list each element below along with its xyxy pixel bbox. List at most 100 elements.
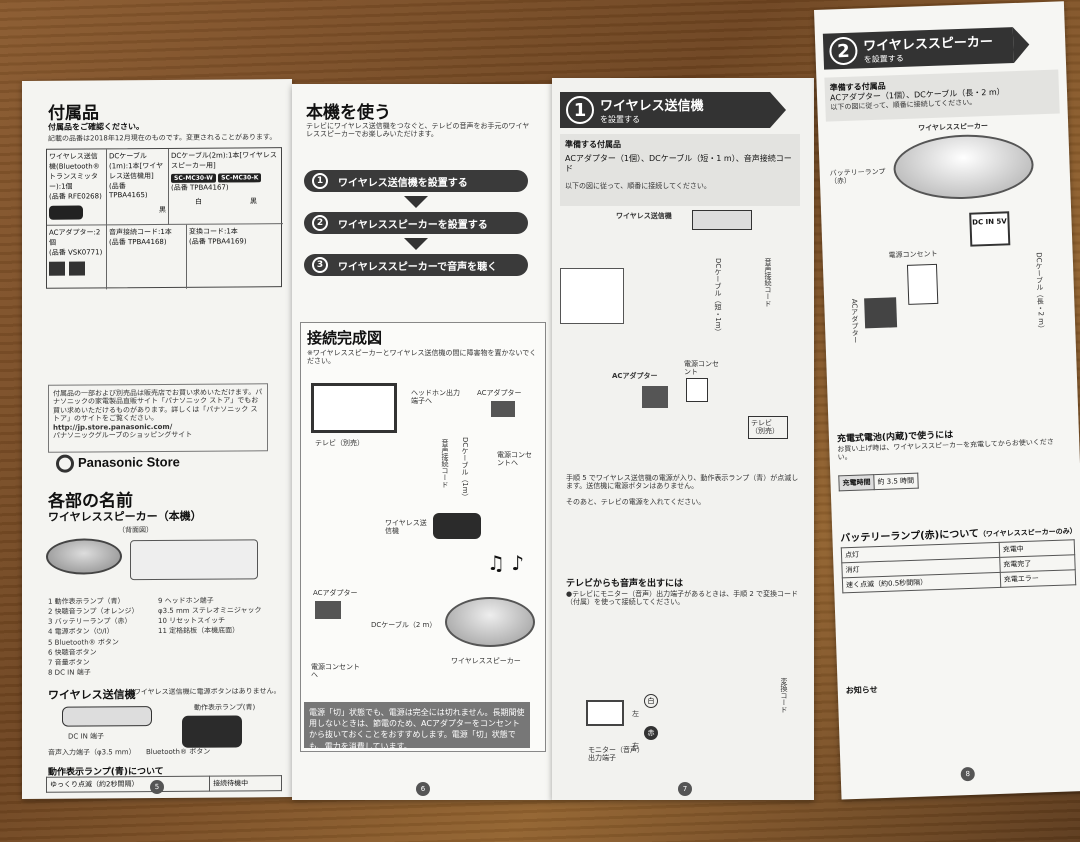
section-subtitle: を設置する xyxy=(600,115,640,124)
prep-title: 準備する付属品 xyxy=(565,140,621,149)
store-sub: パナソニックグループのショッピングサイト xyxy=(53,430,193,440)
right-label: 右 xyxy=(632,742,639,750)
music-note-icon: ♫ ♪ xyxy=(487,551,525,575)
ac-label: ACアダプター xyxy=(850,298,860,344)
down-arrow-icon xyxy=(404,196,428,208)
tv-label: テレビ（別売） xyxy=(748,416,788,439)
panasonic-store-logo: Panasonic Store xyxy=(56,454,180,473)
step-number: 2 xyxy=(312,215,328,231)
page-number: 8 xyxy=(960,766,976,782)
battery-lamp-table: 点灯充電中 消灯充電完了 速く点滅（約0.5秒間隔）充電エラー xyxy=(841,539,1076,593)
outlet-illustration xyxy=(686,378,708,402)
model-k-badge: SC-MC30-K xyxy=(218,173,262,183)
outlet-label: 電源コンセント xyxy=(888,249,938,260)
page-6: 本機を使う テレビにワイヤレス送信機をつなぐと、テレビの音声をお手元のワイヤレス… xyxy=(292,84,552,800)
accessory-dc-cable-1m: DCケーブル(1m):1本[ワイヤレス送信機用] (品番 TPBA4165) 黒 xyxy=(107,148,169,226)
monitor-body: ●テレビにモニター（音声）出力端子があるときは、手順 2 で変換コード（付属）を… xyxy=(566,590,799,607)
page-8: 2 ワイヤレススピーカー を設置する 準備する付属品 ACアダプター（1個）、D… xyxy=(814,1,1080,800)
speaker-label: ワイヤレススピーカー xyxy=(918,122,989,133)
transmitter-illustration xyxy=(433,513,481,539)
step-label: ワイヤレス送信機を設置する xyxy=(338,177,468,189)
accessory-audio-cord: 音声接続コード:1本 (品番 TPBA4168) xyxy=(107,224,187,290)
ac-adapter-illustration xyxy=(864,297,898,329)
step-1: 1 ワイヤレス送信機を設置する xyxy=(304,170,528,192)
adapter-image xyxy=(69,261,85,276)
diagram-note: ※ワイヤレススピーカーとワイヤレス送信機の間に障害物を置かないでください。 xyxy=(307,349,537,366)
color-label-black: 黒 xyxy=(250,197,257,206)
transmitter-note: ※ワイヤレス送信機に電源ボタンはありません。 xyxy=(128,687,281,697)
store-text: 付属品の一部および別売品は販売店でお買い求めいただけます。パナソニックの家電製品… xyxy=(53,388,263,423)
store-logo-icon xyxy=(56,454,74,473)
step5b-text: そのあと、テレビの電源を入れてください。 xyxy=(566,498,706,506)
batt-title-text: バッテリーランプ(赤)について xyxy=(840,528,980,545)
step5-text: 手順 5 でワイヤレス送信機の電源が入り、動作表示ランプ（青）が点滅します。送信… xyxy=(566,474,799,491)
section-number: 1 xyxy=(566,96,594,124)
ac-label: ACアダプター xyxy=(612,372,658,380)
accessory-part: (品番 TPBA4167) xyxy=(171,183,229,192)
speaker-title: ワイヤレススピーカー（本機） xyxy=(48,509,202,524)
back-view-label: （背面図） xyxy=(118,526,153,535)
transmitter-back-illustration xyxy=(62,706,152,727)
accessory-ac-adapter: ACアダプター:2個 (品番 VSK0771) xyxy=(47,225,107,290)
outlet-illustration xyxy=(906,263,939,305)
prep-box: 準備する付属品 ACアダプター（1個）、DCケーブル（短・1 m）、音声接続コー… xyxy=(560,134,800,206)
step-number: 1 xyxy=(312,173,328,189)
page-number: 7 xyxy=(678,782,692,796)
white-jack: 白 xyxy=(644,694,658,708)
ac-adapter-illustration xyxy=(491,401,515,417)
accessory-name: 音声接続コード:1本 xyxy=(109,227,172,237)
transmitter-title: ワイヤレス送信機 xyxy=(48,688,136,702)
accessory-part: (品番 TPBA4168) xyxy=(109,237,167,247)
step-label: ワイヤレススピーカーを設置する xyxy=(338,219,488,231)
outlet2-label: 電源コンセントへ xyxy=(311,663,360,680)
parts-item: 8 DC IN 端子 xyxy=(48,668,91,677)
ac2-label: ACアダプター xyxy=(313,589,358,597)
accessory-part: (品番 RFE0268) xyxy=(49,192,102,201)
lamp-table: ゆっくり点滅（約2秒間隔）接続待機中 xyxy=(46,775,282,793)
table-row: ゆっくり点滅（約2秒間隔）接続待機中 xyxy=(46,775,282,793)
monitor-out-label: モニター（音声）出力端子 xyxy=(588,746,644,763)
batt-sub: （ワイヤレススピーカーのみ） xyxy=(978,527,1077,539)
charge-time-label: 充電時間 xyxy=(838,474,875,491)
accessory-part: (品番 TPBA4165) xyxy=(109,182,148,200)
dc1-label: DCケーブル（1m） xyxy=(461,437,469,501)
parts-list-2: 9 ヘッドホン端子 φ3.5 mm ステレオミニジャック 10 リセットスイッチ… xyxy=(158,595,278,636)
charge-time-table: 充電時間約 3.5 時間 xyxy=(838,473,918,492)
outlet-label: 電源コンセント xyxy=(684,360,719,377)
page-number: 5 xyxy=(150,779,164,795)
speaker-illustration xyxy=(892,132,1035,202)
accessories-table: ワイヤレス送信機(Bluetooth®トランスミッター):1個 (品番 RFE0… xyxy=(46,147,283,290)
charge-time-value: 約 3.5 時間 xyxy=(873,473,918,490)
accessories-title: 付属品 xyxy=(48,103,99,124)
dc-label: DCケーブル（短・1m） xyxy=(714,258,722,336)
tx-label-lamp: 動作表示ランプ(青) xyxy=(194,703,256,712)
parts-list: 1 動作表示ランプ（青） 2 快聴音ランプ（オレンジ） 3 バッテリーランプ（赤… xyxy=(48,596,168,678)
model-w-badge: SC-MC30-W xyxy=(171,173,216,183)
tx-label: ワイヤレス送信機 xyxy=(385,519,427,536)
section-title: ワイヤレス送信機 xyxy=(600,99,704,114)
batt-label: バッテリーランプ（赤） xyxy=(829,167,886,186)
speaker-label: ワイヤレススピーカー xyxy=(451,657,521,665)
prep-body: ACアダプター（1個）、DCケーブル（短・1 m）、音声接続コード xyxy=(565,154,792,173)
transmitter-back-illustration xyxy=(692,210,752,230)
tx-label-dcin: DC IN 端子 xyxy=(68,732,105,741)
step-number: 3 xyxy=(312,257,328,273)
color-label: 黒 xyxy=(159,205,166,214)
accessory-transmitter: ワイヤレス送信機(Bluetooth®トランスミッター):1個 (品番 RFE0… xyxy=(47,149,107,226)
header-arrow-icon xyxy=(1012,26,1030,64)
dc2-label: DCケーブル（2 m） xyxy=(371,621,437,629)
instruction-leaflet: 付属品 付属品をご確認ください。 記載の品番は2018年12月現在のものです。変… xyxy=(22,1,1080,800)
speaker-back-panel xyxy=(130,539,258,581)
prep-box: 準備する付属品 ACアダプター（1個）、DCケーブル（長・2 m） 以下の図に従… xyxy=(824,69,1060,122)
left-label: 左 xyxy=(632,710,639,718)
accessory-name: ワイヤレス送信機(Bluetooth®トランスミッター):1個 xyxy=(49,152,100,191)
dcin-label: DC IN 5V xyxy=(969,211,1011,247)
inset-cable-box xyxy=(560,268,624,324)
step-2: 2 ワイヤレススピーカーを設置する xyxy=(304,212,528,234)
table-row: 充電時間約 3.5 時間 xyxy=(838,473,918,491)
accessory-part: (品番 TPBA4169) xyxy=(189,237,247,246)
monitor-title: テレビからも音声を出すには xyxy=(566,579,684,589)
use-intro: テレビにワイヤレス送信機をつなぐと、テレビの音声をお手元のワイヤレススピーカーで… xyxy=(306,122,530,139)
prep-follow: 以下の図に従って、順番に接続してください。 xyxy=(565,182,711,190)
